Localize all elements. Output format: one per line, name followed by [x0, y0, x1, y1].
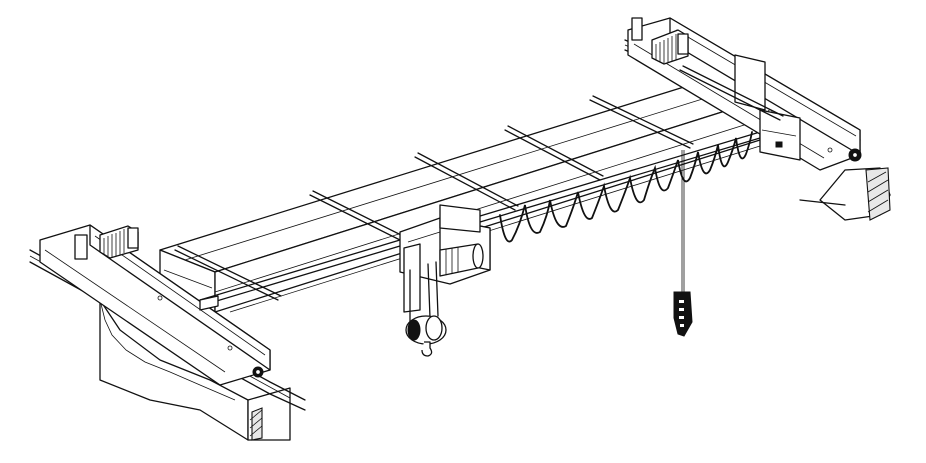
travel-motor-right [651, 29, 689, 65]
pendant-icon [673, 291, 693, 337]
travel-motor-left [99, 225, 139, 259]
hook-block [405, 261, 447, 357]
wall-support-left [99, 299, 291, 441]
girder-end-details-left [163, 269, 219, 311]
girder-end-box-right [734, 54, 801, 161]
hoist-trolley [399, 204, 491, 313]
hoist-motor [439, 243, 484, 277]
pendant-control [673, 150, 693, 337]
wall-hatch-left [249, 409, 263, 437]
hook-icon [421, 341, 433, 357]
wall-hatch-right [867, 171, 889, 213]
festoon-cable [499, 131, 753, 243]
wall-support-right [799, 167, 891, 221]
end-carriage-left [39, 224, 271, 386]
